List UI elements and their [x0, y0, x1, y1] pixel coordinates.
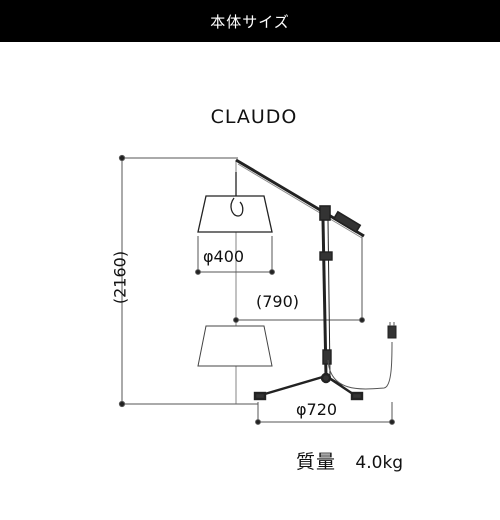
- weight-label: 質量: [296, 451, 337, 473]
- base-diameter-dimension: [255, 402, 395, 425]
- weight-value: 4.0kg: [355, 453, 404, 473]
- stand-pole: [319, 219, 333, 377]
- tripod-base: [253, 372, 364, 401]
- height-dimension-line: [118, 154, 258, 408]
- height-dimension-label: (2160): [110, 250, 130, 305]
- power-cord: [327, 322, 397, 390]
- header-title: 本体サイズ: [210, 12, 290, 31]
- boom-arm: [235, 158, 365, 239]
- weight-row: 質量 4.0kg: [296, 447, 403, 474]
- shade-diameter-dimension: [195, 236, 275, 275]
- product-name: CLAUDO: [210, 106, 298, 128]
- lampshade-upper: [197, 172, 273, 233]
- arm-reach-label: (790): [256, 292, 300, 311]
- shade-diameter-label: φ400: [203, 247, 245, 266]
- header-bar: 本体サイズ: [0, 0, 500, 42]
- base-diameter-label: φ720: [296, 400, 338, 419]
- lampshade-lower: [197, 325, 273, 367]
- arm-reach-dimension: [233, 234, 365, 323]
